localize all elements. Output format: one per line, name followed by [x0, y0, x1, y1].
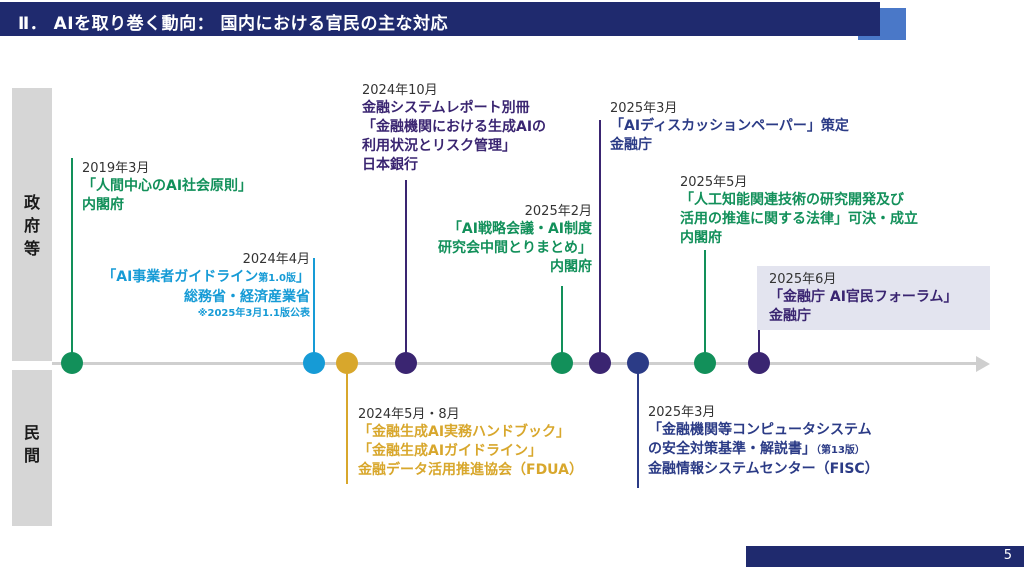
stem-2025-02: [561, 286, 563, 354]
government-label-char: 府: [23, 216, 40, 235]
event-date: 2024年5月・8月: [358, 407, 460, 422]
government-label-char: 政: [23, 193, 40, 212]
stem-2019-03: [71, 158, 73, 354]
event-title-edition: （第13版）: [816, 445, 865, 456]
stem-2025-03b: [637, 372, 639, 488]
marker-2024-05: [336, 352, 358, 374]
marker-2025-03a: [589, 352, 611, 374]
event-organization: 金融庁: [769, 308, 811, 324]
event-date: 2025年2月: [524, 204, 592, 219]
event-2024-04: 2024年4月 「AI事業者ガイドライン第1.0版」 総務省・経済産業省 ※20…: [102, 251, 310, 321]
event-title: 「AI戦略会議・AI制度: [447, 221, 592, 237]
stem-2024-10: [405, 180, 407, 354]
event-title: 金融システムレポート別冊: [362, 100, 530, 116]
event-2025-05: 2025年5月 「人工知能関連技術の研究開発及び 活用の推進に関する法律」可決・…: [680, 174, 918, 248]
event-organization: 総務省・経済産業省: [184, 289, 310, 305]
event-title-end: 」: [296, 269, 310, 285]
event-date: 2025年6月: [769, 272, 837, 287]
event-title: 「AI事業者ガイドライン第1.0版」: [102, 268, 310, 288]
marker-2025-03b: [627, 352, 649, 374]
event-date: 2019年3月: [82, 161, 150, 176]
event-organization: 金融データ活用推進協会（FDUA）: [358, 462, 583, 478]
event-date: 2024年4月: [242, 252, 310, 267]
event-organization: 内閣府: [550, 259, 592, 275]
government-label-char: 等: [23, 239, 40, 258]
event-title-main: 「AI事業者ガイドライン: [102, 269, 259, 285]
event-2019-03: 2019年3月 「人間中心のAI社会原則」 内閣府: [82, 160, 252, 215]
sidebar-government: 政 府 等: [12, 88, 52, 361]
event-organization: 日本銀行: [362, 157, 418, 173]
event-title: 「AIディスカッションペーパー」策定: [610, 118, 849, 134]
event-date: 2025年5月: [680, 175, 748, 190]
event-2024-10: 2024年10月 金融システムレポート別冊 「金融機関における生成AIの 利用状…: [362, 82, 546, 175]
footer-bar: 5: [746, 546, 1024, 567]
government-label: 政 府 等: [12, 191, 52, 260]
private-label: 民 間: [12, 421, 52, 467]
private-label-char: 間: [23, 446, 40, 465]
marker-2019-03: [61, 352, 83, 374]
event-title: 「金融庁 AI官民フォーラム」: [769, 289, 958, 305]
page-number: 5: [1003, 548, 1012, 563]
event-2025-03a: 2025年3月 「AIディスカッションペーパー」策定 金融庁: [610, 100, 849, 155]
event-title: 「金融生成AI実務ハンドブック」: [358, 424, 571, 440]
event-title: の安全対策基準・解説書」（第13版）: [648, 440, 879, 460]
event-title: 「人間中心のAI社会原則」: [82, 178, 253, 194]
event-2025-06: 2025年6月 「金融庁 AI官民フォーラム」 金融庁: [769, 271, 958, 326]
sidebar-private: 民 間: [12, 370, 52, 526]
event-title: 「金融生成AIガイドライン」: [358, 443, 543, 459]
event-note: ※2025年3月1.1版公表: [197, 308, 310, 319]
marker-2024-04: [303, 352, 325, 374]
event-date: 2024年10月: [362, 83, 438, 98]
event-2025-02: 2025年2月 「AI戦略会議・AI制度 研究会中間とりまとめ」 内閣府: [438, 203, 592, 277]
event-title: 活用の推進に関する法律」可決・成立: [680, 211, 918, 227]
timeline-axis: [52, 362, 978, 365]
event-2024-05: 2024年5月・8月 「金融生成AI実務ハンドブック」 「金融生成AIガイドライ…: [358, 406, 583, 480]
event-title: 「金融機関における生成AIの: [362, 119, 547, 135]
event-title: 「金融機関等コンピュータシステム: [648, 422, 872, 438]
stem-2024-05: [346, 372, 348, 484]
marker-2025-06: [748, 352, 770, 374]
stem-2025-03a: [599, 120, 601, 354]
header-bar: Ⅱ． AIを取り巻く動向： 国内における官民の主な対応: [0, 2, 880, 36]
event-title: 利用状況とリスク管理」: [362, 138, 516, 154]
event-date: 2025年3月: [648, 405, 716, 420]
private-label-char: 民: [23, 423, 40, 442]
timeline-arrowhead: [976, 356, 990, 372]
event-organization: 金融情報システムセンター（FISC）: [648, 461, 879, 477]
event-title: 「人工知能関連技術の研究開発及び: [680, 192, 904, 208]
marker-2025-02: [551, 352, 573, 374]
event-organization: 金融庁: [610, 137, 652, 153]
event-organization: 内閣府: [82, 197, 124, 213]
event-organization: 内閣府: [680, 230, 722, 246]
page-title: Ⅱ． AIを取り巻く動向： 国内における官民の主な対応: [18, 14, 449, 34]
event-title: 研究会中間とりまとめ」: [438, 240, 592, 256]
marker-2025-05: [694, 352, 716, 374]
stem-2025-05: [704, 250, 706, 354]
event-2025-03b: 2025年3月 「金融機関等コンピュータシステム の安全対策基準・解説書」（第1…: [648, 404, 879, 479]
event-title-main: の安全対策基準・解説書」: [648, 441, 816, 457]
event-title-version: 第1.0版: [258, 273, 296, 284]
event-date: 2025年3月: [610, 101, 678, 116]
marker-2024-10: [395, 352, 417, 374]
stem-2024-04: [313, 258, 315, 354]
forum-highlight-box: [757, 266, 990, 330]
